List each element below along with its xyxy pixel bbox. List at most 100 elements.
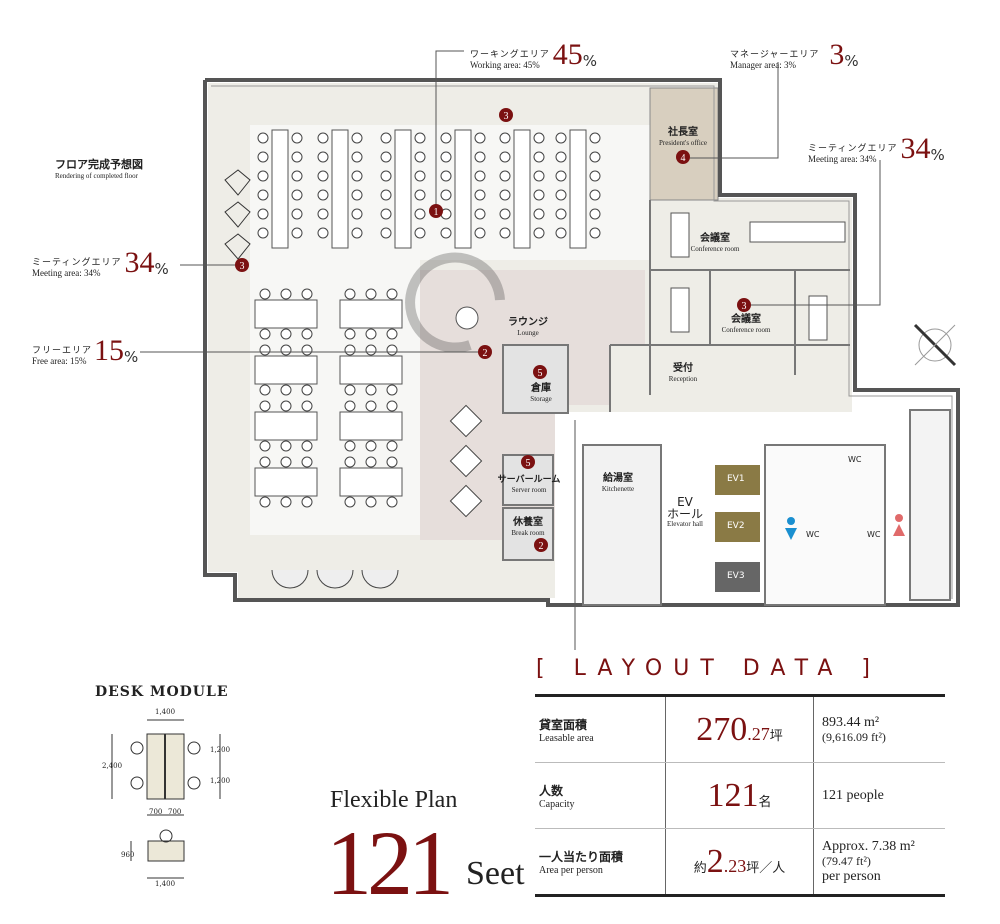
wc-label: WC xyxy=(867,530,881,539)
chair xyxy=(499,132,511,144)
chair xyxy=(499,208,511,220)
chair xyxy=(474,132,486,144)
chair xyxy=(344,400,356,412)
callout-value: 15 xyxy=(94,334,125,367)
dim-left: 700 xyxy=(149,808,163,816)
value-int: 270 xyxy=(696,710,748,748)
wc-label: WC xyxy=(848,455,862,464)
room-jp: 休養室 xyxy=(513,517,543,528)
dim-top-width: 1,400 xyxy=(155,708,176,716)
detail: (9,616.09 ft²) xyxy=(822,729,886,744)
callout-value: 3 xyxy=(829,38,845,71)
chair xyxy=(317,132,329,144)
callout-value: 45 xyxy=(552,38,583,71)
chair xyxy=(555,189,567,201)
desk xyxy=(254,467,318,497)
room-en: Conference room xyxy=(721,326,771,334)
callout-en: Free area: 15% xyxy=(32,356,87,366)
chair xyxy=(380,189,392,201)
value-dec: .27 xyxy=(747,723,770,744)
chair xyxy=(280,400,292,412)
chair xyxy=(365,328,377,340)
chair xyxy=(257,208,269,220)
chair xyxy=(291,208,303,220)
chair xyxy=(291,189,303,201)
chair xyxy=(257,170,269,182)
chair xyxy=(257,151,269,163)
area-marker xyxy=(737,298,751,312)
chair xyxy=(365,496,377,508)
chair xyxy=(386,440,398,452)
chair xyxy=(414,227,426,239)
callout-en: Meeting area: 34% xyxy=(808,154,877,164)
area-marker-number: 2 xyxy=(483,348,488,359)
chair xyxy=(474,208,486,220)
chair xyxy=(291,170,303,182)
chair xyxy=(280,440,292,452)
area-marker-number: 3 xyxy=(504,111,509,122)
chair xyxy=(589,170,601,182)
row-value: 121名 xyxy=(665,762,814,829)
row-detail: 121 people xyxy=(813,762,945,829)
dim-height: 2,400 xyxy=(102,762,123,770)
chair xyxy=(386,496,398,508)
chair xyxy=(301,288,313,300)
room-jp: 会議室 xyxy=(699,233,730,244)
chair xyxy=(317,227,329,239)
chair xyxy=(301,400,313,412)
chair xyxy=(555,132,567,144)
area-marker-number: 1 xyxy=(434,207,439,218)
chair xyxy=(386,328,398,340)
area-marker xyxy=(676,150,690,164)
chair xyxy=(259,456,271,468)
chair xyxy=(414,170,426,182)
area-marker xyxy=(534,538,548,552)
dim-single-width: 1,400 xyxy=(155,880,176,888)
chair xyxy=(414,132,426,144)
label-jp: 一人当たり面積 xyxy=(539,849,624,864)
callout-en: Meeting area: 34% xyxy=(32,268,101,278)
area-marker xyxy=(521,455,535,469)
area-marker-number: 2 xyxy=(539,541,544,552)
row-value: 270.27坪 xyxy=(665,695,814,763)
chair xyxy=(474,227,486,239)
chair xyxy=(474,189,486,201)
chair xyxy=(380,227,392,239)
chair xyxy=(589,227,601,239)
floor-title-en: Rendering of completed floor xyxy=(55,172,139,180)
elevator-2 xyxy=(715,512,760,542)
chair xyxy=(365,288,377,300)
desk xyxy=(339,467,403,497)
chair xyxy=(440,132,452,144)
chair xyxy=(365,440,377,452)
row-value: 約2.23坪／人 xyxy=(665,828,814,897)
chair xyxy=(317,189,329,201)
chair xyxy=(351,170,363,182)
lounge-table xyxy=(449,444,483,478)
chair xyxy=(259,288,271,300)
callout-jp: ミーティングエリア xyxy=(32,258,122,268)
chair xyxy=(259,440,271,452)
floor-title: フロア完成予想図 Rendering of completed floor xyxy=(55,156,143,180)
chair xyxy=(301,496,313,508)
plan-seat-unit: Seet xyxy=(466,855,525,892)
chair xyxy=(259,384,271,396)
room-jp: 倉庫 xyxy=(530,383,551,394)
room-en: Elevator hall xyxy=(667,520,703,528)
value-unit: 坪 xyxy=(769,728,783,744)
desk xyxy=(394,129,412,249)
callout-unit: % xyxy=(930,146,945,164)
label-en: Area per person xyxy=(539,864,603,876)
chair xyxy=(280,328,292,340)
chair xyxy=(499,227,511,239)
row-detail: Approx. 7.38 m²(79.47 ft²)per person xyxy=(813,828,945,897)
female-wc-icon xyxy=(893,514,905,536)
area-marker-number: 4 xyxy=(681,153,686,164)
area-marker xyxy=(533,365,547,379)
callout-unit: % xyxy=(124,348,139,366)
